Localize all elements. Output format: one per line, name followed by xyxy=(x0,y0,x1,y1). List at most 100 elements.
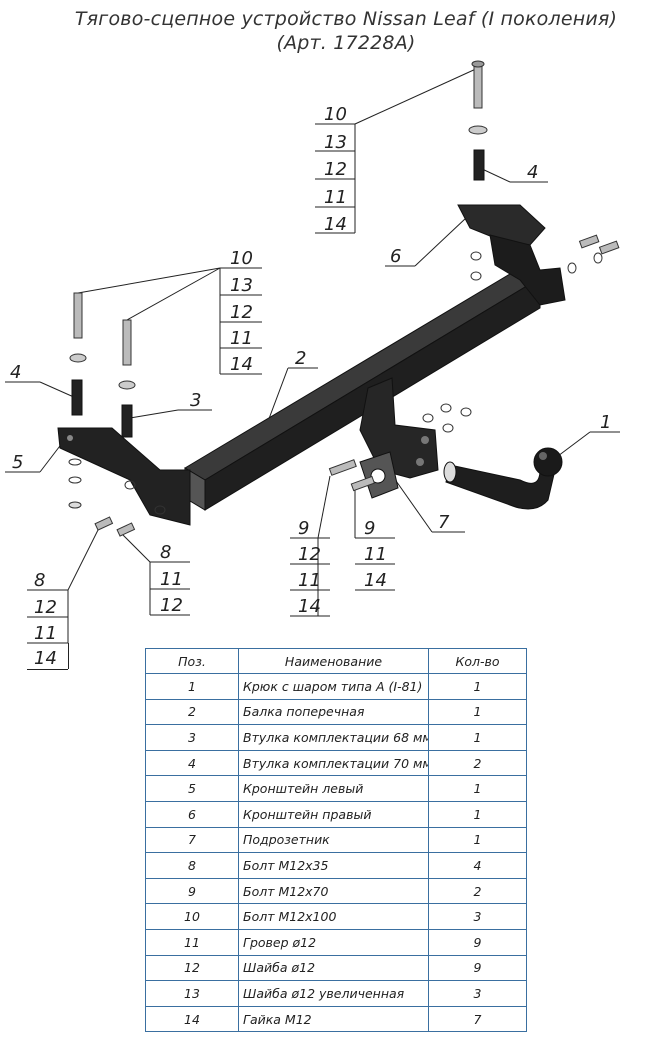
part-name: Гровер ø12 xyxy=(238,928,429,956)
part-position: 8 xyxy=(145,852,239,879)
header-position: Поз. xyxy=(145,648,239,674)
part-position: 9 xyxy=(145,877,239,905)
part-position: 14 xyxy=(145,1005,239,1033)
callout-9-left: 9 xyxy=(298,518,309,539)
drawing-title: Тягово-сцепное устройство Nissan Leaf (I… xyxy=(74,8,618,30)
exploded-view-diagram: 10 13 12 11 14 4 6 10 13 12 11 14 2 3 4 … xyxy=(5,60,620,644)
part-quantity: 3 xyxy=(428,903,527,930)
part-position: 3 xyxy=(145,724,239,751)
callout-left-13: 13 xyxy=(230,275,253,296)
callout-8-left-14: 14 xyxy=(34,648,57,669)
callout-9-left-11: 11 xyxy=(298,570,321,591)
callout-9-right-11: 11 xyxy=(364,544,387,565)
callout-1: 1 xyxy=(600,412,611,433)
left-bracket-part xyxy=(57,427,191,526)
part-quantity: 1 xyxy=(428,826,527,854)
callout-4-top: 4 xyxy=(527,162,538,183)
part-name: Подрозетник xyxy=(238,826,429,854)
part-quantity: 4 xyxy=(428,852,527,879)
callout-labels: 10 13 12 11 14 4 6 10 13 12 11 14 2 3 4 … xyxy=(10,104,611,644)
part-quantity: 7 xyxy=(428,1005,527,1033)
part-name: Кронштейн правый xyxy=(238,800,429,828)
callout-8-left: 8 xyxy=(34,570,45,591)
part-position: 5 xyxy=(145,775,239,802)
part-quantity: 1 xyxy=(428,698,527,726)
part-name: Крюк с шаром типа А (I-81) xyxy=(238,673,429,700)
callout-7: 7 xyxy=(438,512,450,533)
part-quantity: 2 xyxy=(428,749,527,777)
callout-9-left-14: 14 xyxy=(298,596,321,617)
header-quantity: Кол-во xyxy=(428,648,527,674)
callout-8-left-14-underline xyxy=(27,669,68,670)
header-name: Наименование xyxy=(238,648,429,674)
callout-left-14: 14 xyxy=(230,354,253,375)
part-position: 6 xyxy=(145,800,239,828)
part-position: 11 xyxy=(145,928,239,956)
callout-8-left-12: 12 xyxy=(34,597,57,618)
callout-8-left-11: 11 xyxy=(34,623,57,644)
part-name: Шайба ø12 увеличенная xyxy=(238,980,429,1007)
callout-8-right-12: 12 xyxy=(160,595,183,616)
callout-top-14: 14 xyxy=(324,214,347,235)
part-position: 4 xyxy=(145,749,239,777)
part-position: 10 xyxy=(145,903,239,930)
part-quantity: 9 xyxy=(428,928,527,956)
callout-top-10: 10 xyxy=(324,104,347,125)
part-name: Балка поперечная xyxy=(238,698,429,726)
callout-left-11: 11 xyxy=(230,328,253,349)
part-position: 13 xyxy=(145,980,239,1007)
callout-8-left-stack-rule xyxy=(68,643,69,669)
callout-left-12: 12 xyxy=(230,302,253,323)
part-quantity: 1 xyxy=(428,724,527,751)
part-quantity: 1 xyxy=(428,673,527,700)
part-quantity: 1 xyxy=(428,800,527,828)
callout-top-11: 11 xyxy=(324,187,347,208)
callout-2: 2 xyxy=(295,348,306,369)
part-quantity: 2 xyxy=(428,877,527,905)
socket-plate-part xyxy=(359,451,399,499)
callout-top-13: 13 xyxy=(324,132,347,153)
part-quantity: 1 xyxy=(428,775,527,802)
part-name: Шайба ø12 xyxy=(238,954,429,982)
right-bracket-part xyxy=(457,204,566,306)
part-name: Гайка М12 xyxy=(238,1005,429,1033)
part-name: Кронштейн левый xyxy=(238,775,429,802)
callout-3: 3 xyxy=(190,390,201,411)
callout-6: 6 xyxy=(390,246,401,267)
callout-4-left: 4 xyxy=(10,362,21,383)
callout-8-right: 8 xyxy=(160,542,171,563)
callout-5: 5 xyxy=(12,452,23,473)
callout-8-right-11: 11 xyxy=(160,569,183,590)
part-name: Болт М12х100 xyxy=(238,903,429,930)
part-position: 12 xyxy=(145,954,239,982)
drawing-article: (Арт. 17228А) xyxy=(276,32,416,54)
callout-top-12: 12 xyxy=(324,159,347,180)
part-quantity: 3 xyxy=(428,980,527,1007)
tow-ball-hook-part xyxy=(443,447,563,510)
part-name: Болт М12х70 xyxy=(238,877,429,905)
callout-9-right-14: 14 xyxy=(364,570,387,591)
part-position: 2 xyxy=(145,698,239,726)
tow-mount-part xyxy=(359,377,439,479)
part-position: 7 xyxy=(145,826,239,854)
part-name: Втулка комплектации 70 мм xyxy=(238,749,429,777)
leader-lines xyxy=(5,67,620,644)
part-name: Втулка комплектации 68 мм xyxy=(238,724,429,751)
table-header-row: Поз. Наименование Кол-во xyxy=(145,648,527,674)
callout-9-right: 9 xyxy=(364,518,375,539)
callout-left-10: 10 xyxy=(230,248,253,269)
hardware-parts xyxy=(68,60,620,537)
